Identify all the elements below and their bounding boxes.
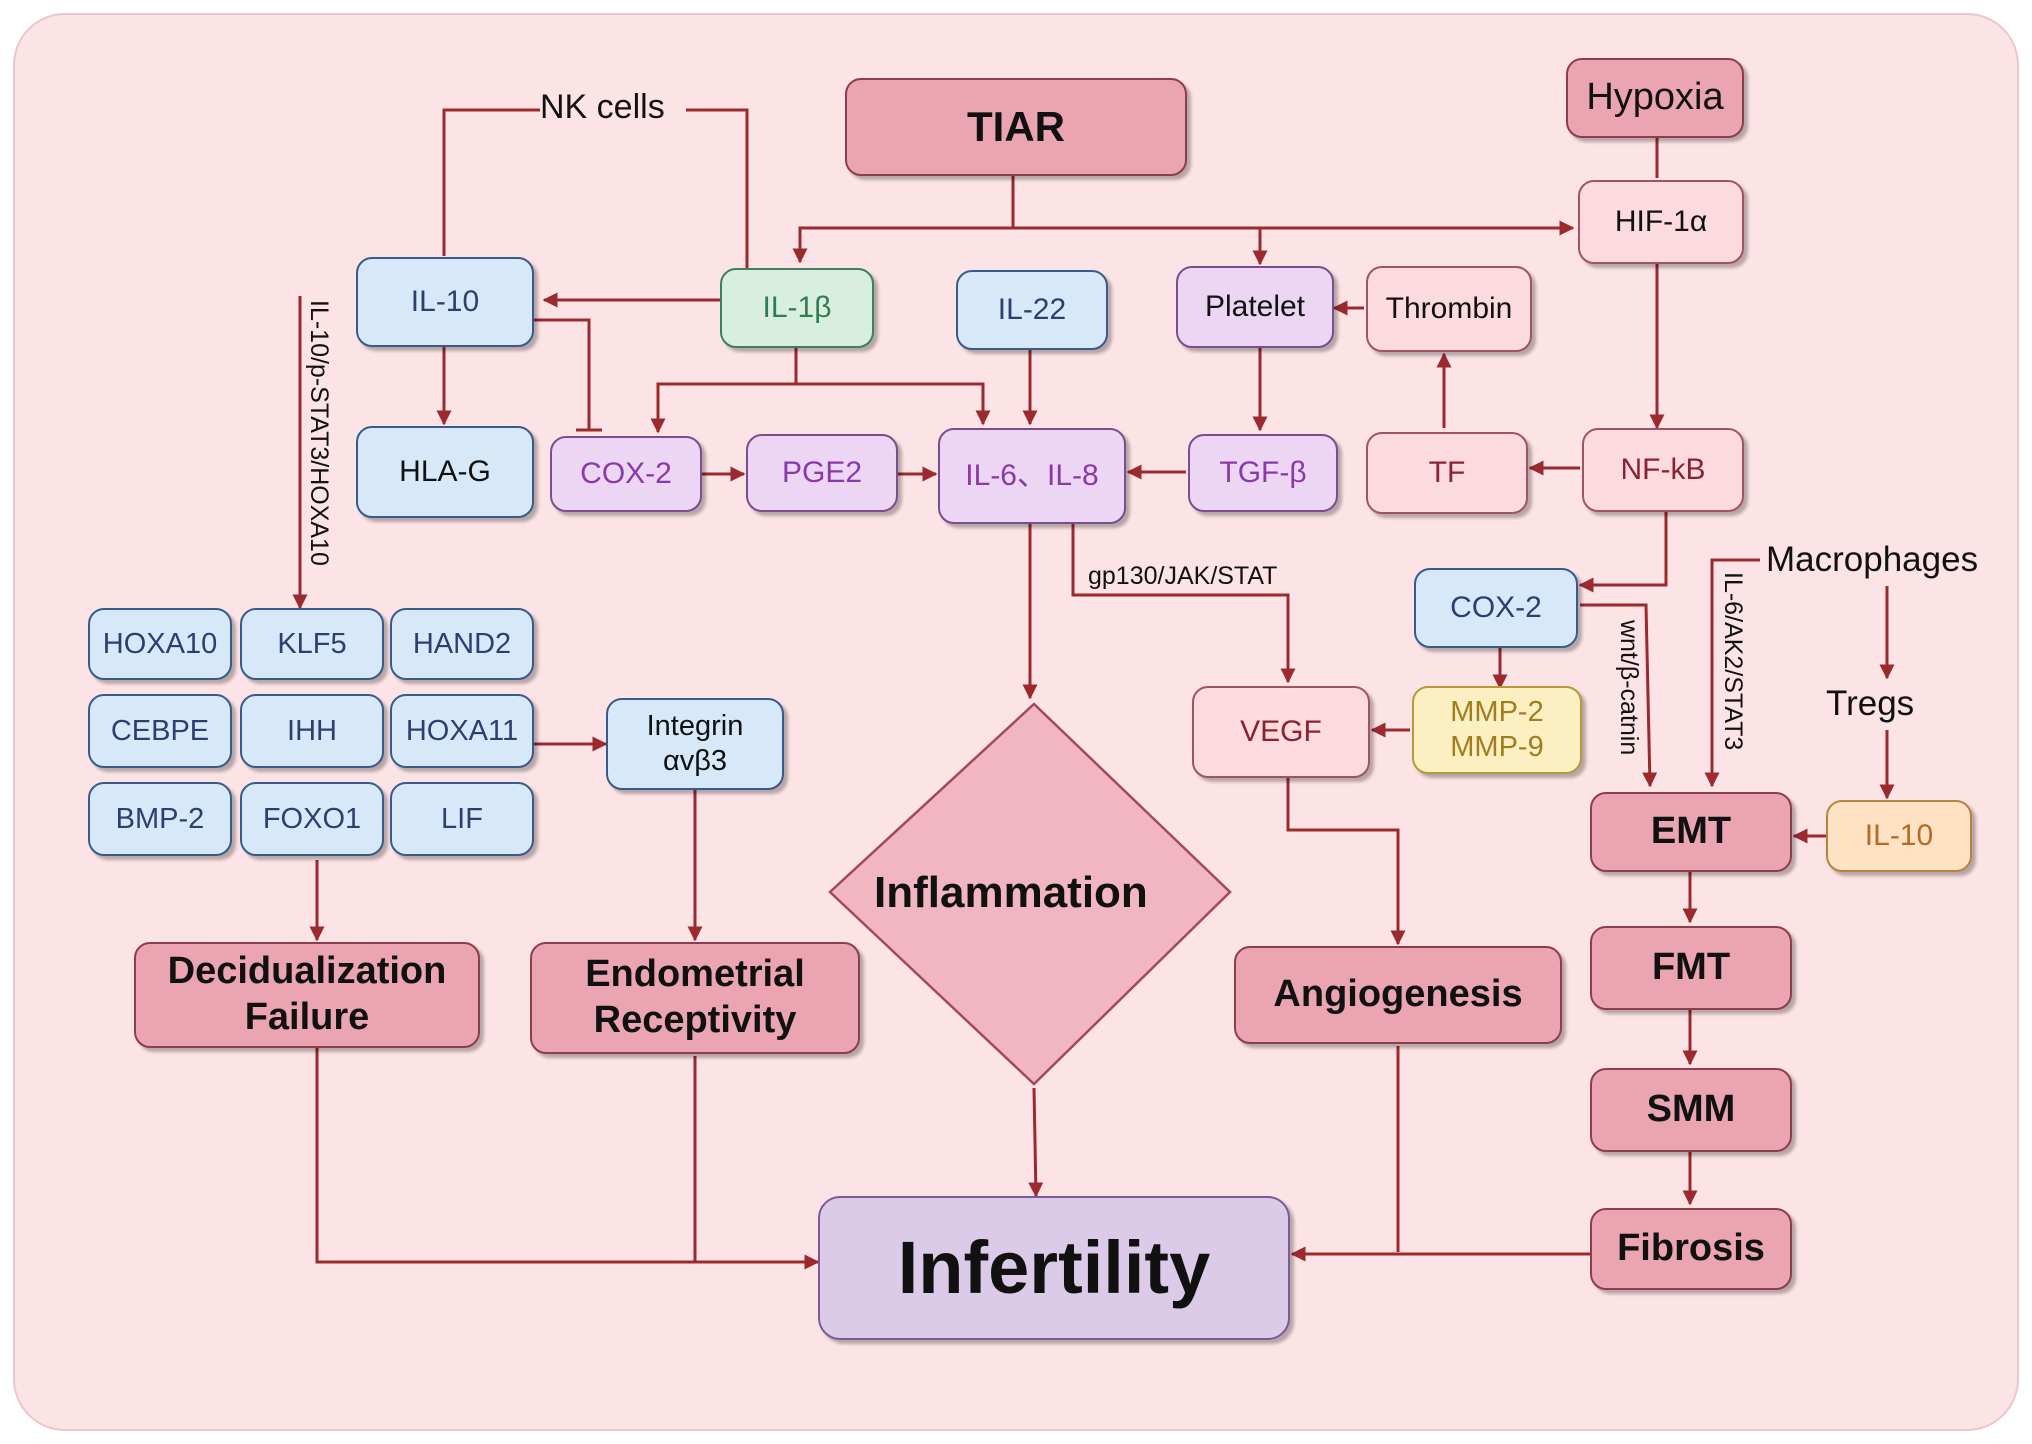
cox2-node: COX-2 [550,436,702,512]
cox2-right-node: COX-2 [1414,568,1578,648]
pathway-gp130-label: gp130/JAK/STAT [1088,562,1278,590]
il1b-node: IL-1β [720,268,874,348]
platelet-node: Platelet [1176,266,1334,348]
cebpe-node: CEBPE [88,694,232,768]
il6-il8-node: IL-6、IL-8 [938,428,1126,524]
pathway-wnt-label: wnt/β-catnin [1615,620,1643,756]
edge-il1b-il6 [796,382,991,426]
endometrial-receptivity-node: Endometrial Receptivity [530,942,860,1054]
edge-macro-emt [1704,558,1760,788]
edge-cox2-emt [1580,603,1658,788]
angiogenesis-node: Angiogenesis [1234,946,1562,1044]
fibrosis-node: Fibrosis [1590,1208,1792,1290]
ihh-node: IHH [240,694,384,768]
tregs-label: Tregs [1826,684,1915,723]
inflammation-label: Inflammation [874,868,1148,917]
hypoxia-node: Hypoxia [1566,58,1744,138]
endometrial-label: Endometrial [585,953,805,996]
fmt-node: FMT [1590,926,1792,1010]
foxo1-node: FOXO1 [240,782,384,856]
il10-node: IL-10 [356,257,534,347]
infertility-node: Infertility [818,1196,1290,1340]
macrophages-label: Macrophages [1766,540,1979,579]
edge-nk-left [442,108,540,256]
pathway-il10-stat3-label: IL-10/p-STAT3/HOXA10 [305,300,333,566]
il22-node: IL-22 [956,270,1108,350]
failure-label: Failure [244,996,370,1038]
edge-decid-infertility [315,1048,820,1270]
hif1a-node: HIF-1α [1578,180,1744,264]
pge2-node: PGE2 [746,434,898,512]
tgfb-node: TGF-β [1188,434,1338,512]
integrin-subtype-label: αvβ3 [662,745,728,777]
nk-cells-label: NK cells [540,88,665,126]
nfkb-node: NF-kB [1582,428,1744,512]
mmp2-label: MMP-2 [1450,696,1544,729]
tf-node: TF [1366,432,1528,514]
edge-nk-right [686,108,749,268]
edge-il10-cox2-inhibit [533,318,591,430]
edge-tiar-il1b [792,226,1013,264]
hoxa10-node: HOXA10 [88,608,232,680]
tiar-node: TIAR [845,78,1187,176]
bmp2-node: BMP-2 [88,782,232,856]
hand2-node: HAND2 [390,608,534,680]
edge-il1b-cox2 [650,382,796,434]
klf5-node: KLF5 [240,608,384,680]
lif-node: LIF [390,782,534,856]
hoxa11-node: HOXA11 [390,694,534,768]
vegf-node: VEGF [1192,686,1370,778]
il10-right-node: IL-10 [1826,800,1972,872]
smm-node: SMM [1590,1068,1792,1152]
edge-il6-vegf [1071,524,1296,684]
integrin-label: Integrin [646,710,744,743]
pathway-il6-ak2-label: IL-6/AK2/STAT3 [1719,572,1747,751]
emt-node: EMT [1590,792,1792,872]
thrombin-node: Thrombin [1366,266,1532,352]
receptivity-label: Receptivity [593,999,797,1041]
mmp-node: MMP-2 MMP-9 [1412,686,1582,774]
mmp9-label: MMP-9 [1450,731,1544,763]
decidualization-failure-node: Decidualization Failure [134,942,480,1048]
hla-g-node: HLA-G [356,426,534,518]
edge-nfkb-cox2 [1578,512,1668,593]
edge-vegf-angio [1286,778,1406,946]
decidualization-label: Decidualization [167,950,447,993]
integrin-node: Integrin αvβ3 [606,698,784,790]
edge-inflammation-infertility [1028,1087,1044,1198]
